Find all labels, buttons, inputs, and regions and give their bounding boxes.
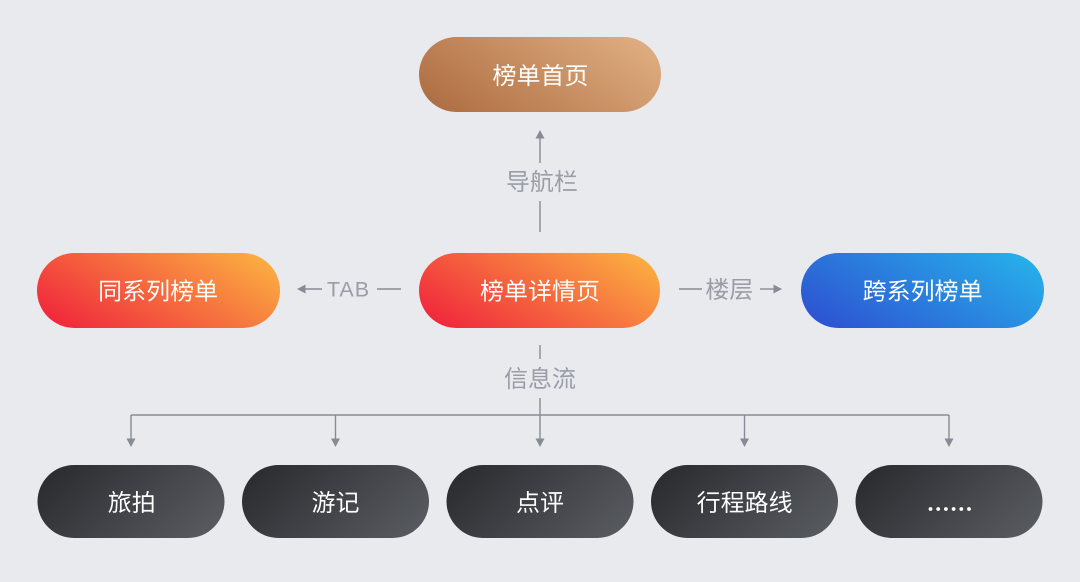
svg-text:TAB: TAB xyxy=(327,278,370,302)
